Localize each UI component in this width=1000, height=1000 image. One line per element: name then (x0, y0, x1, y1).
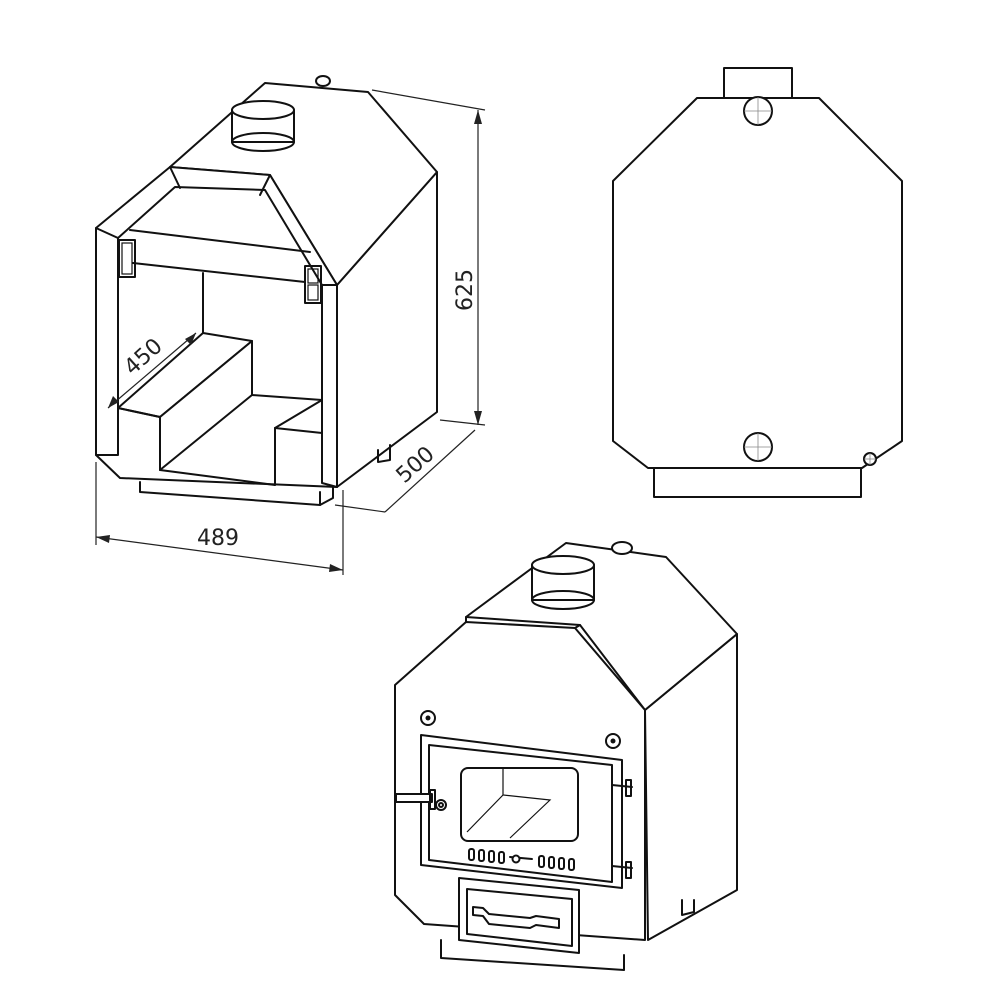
rear-panel (612, 97, 903, 469)
rear-flue-stub (723, 67, 793, 100)
flue-collar (531, 555, 595, 610)
door-hinge-top-icon (611, 779, 633, 797)
viewing-window (460, 767, 579, 842)
bracket-left (118, 239, 136, 278)
bottom-pipe-connection-icon (743, 432, 773, 462)
dimension-line-depth (384, 429, 476, 513)
dimension-depth-label: 500 (392, 442, 440, 489)
drain-fitting-icon (863, 452, 877, 466)
bracket-right (304, 265, 322, 304)
air-regulator-icon[interactable] (509, 854, 533, 864)
ash-drawer-handle[interactable] (472, 906, 560, 929)
closed-isometric-view (394, 541, 738, 971)
door-latch-icon[interactable] (395, 789, 447, 811)
air-vent-slots[interactable] (468, 848, 575, 871)
rear-pipe-stub (315, 75, 331, 87)
rear-base (653, 467, 862, 498)
rear-elevation-view (612, 67, 903, 498)
top-pipe-connection-icon (743, 96, 773, 126)
flue-collar (231, 100, 295, 152)
bolt-right-icon (605, 733, 621, 749)
rear-pipe-stub (611, 541, 633, 555)
open-isometric-view: 625 500 489 450 (95, 75, 486, 575)
bolt-left-icon (420, 710, 436, 726)
dimension-height-label: 625 (453, 269, 478, 311)
dimension-line-width (95, 536, 344, 571)
dimension-width-label: 489 (197, 526, 239, 551)
door-hinge-bottom-icon (611, 861, 633, 879)
dimension-line-firebox (107, 332, 197, 409)
